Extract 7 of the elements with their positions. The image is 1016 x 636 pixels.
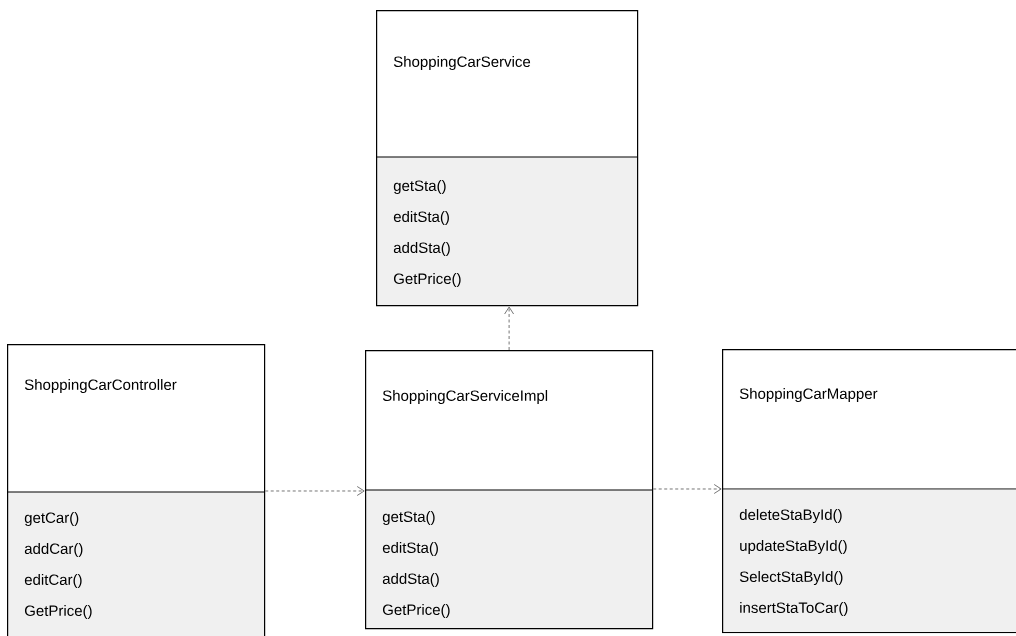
class-box: ShoppingCarService getSta() editSta() addSta() GetPrice() — [375, 10, 639, 307]
class-box: ShoppingCarController getCar() addCar() editCar() GetPrice() — [6, 344, 266, 636]
class-box: ShoppingCarServiceImpl getSta() editSta() addSta() GetPrice() — [364, 350, 654, 630]
dependency-arrow — [264, 486, 365, 496]
class-box: ShoppingCarMapper deleteStaById() updateStaById() SelectStaById() insertStaToCar() — [721, 349, 1016, 634]
dependency-arrow — [504, 306, 515, 351]
dependency-arrow — [652, 484, 722, 494]
